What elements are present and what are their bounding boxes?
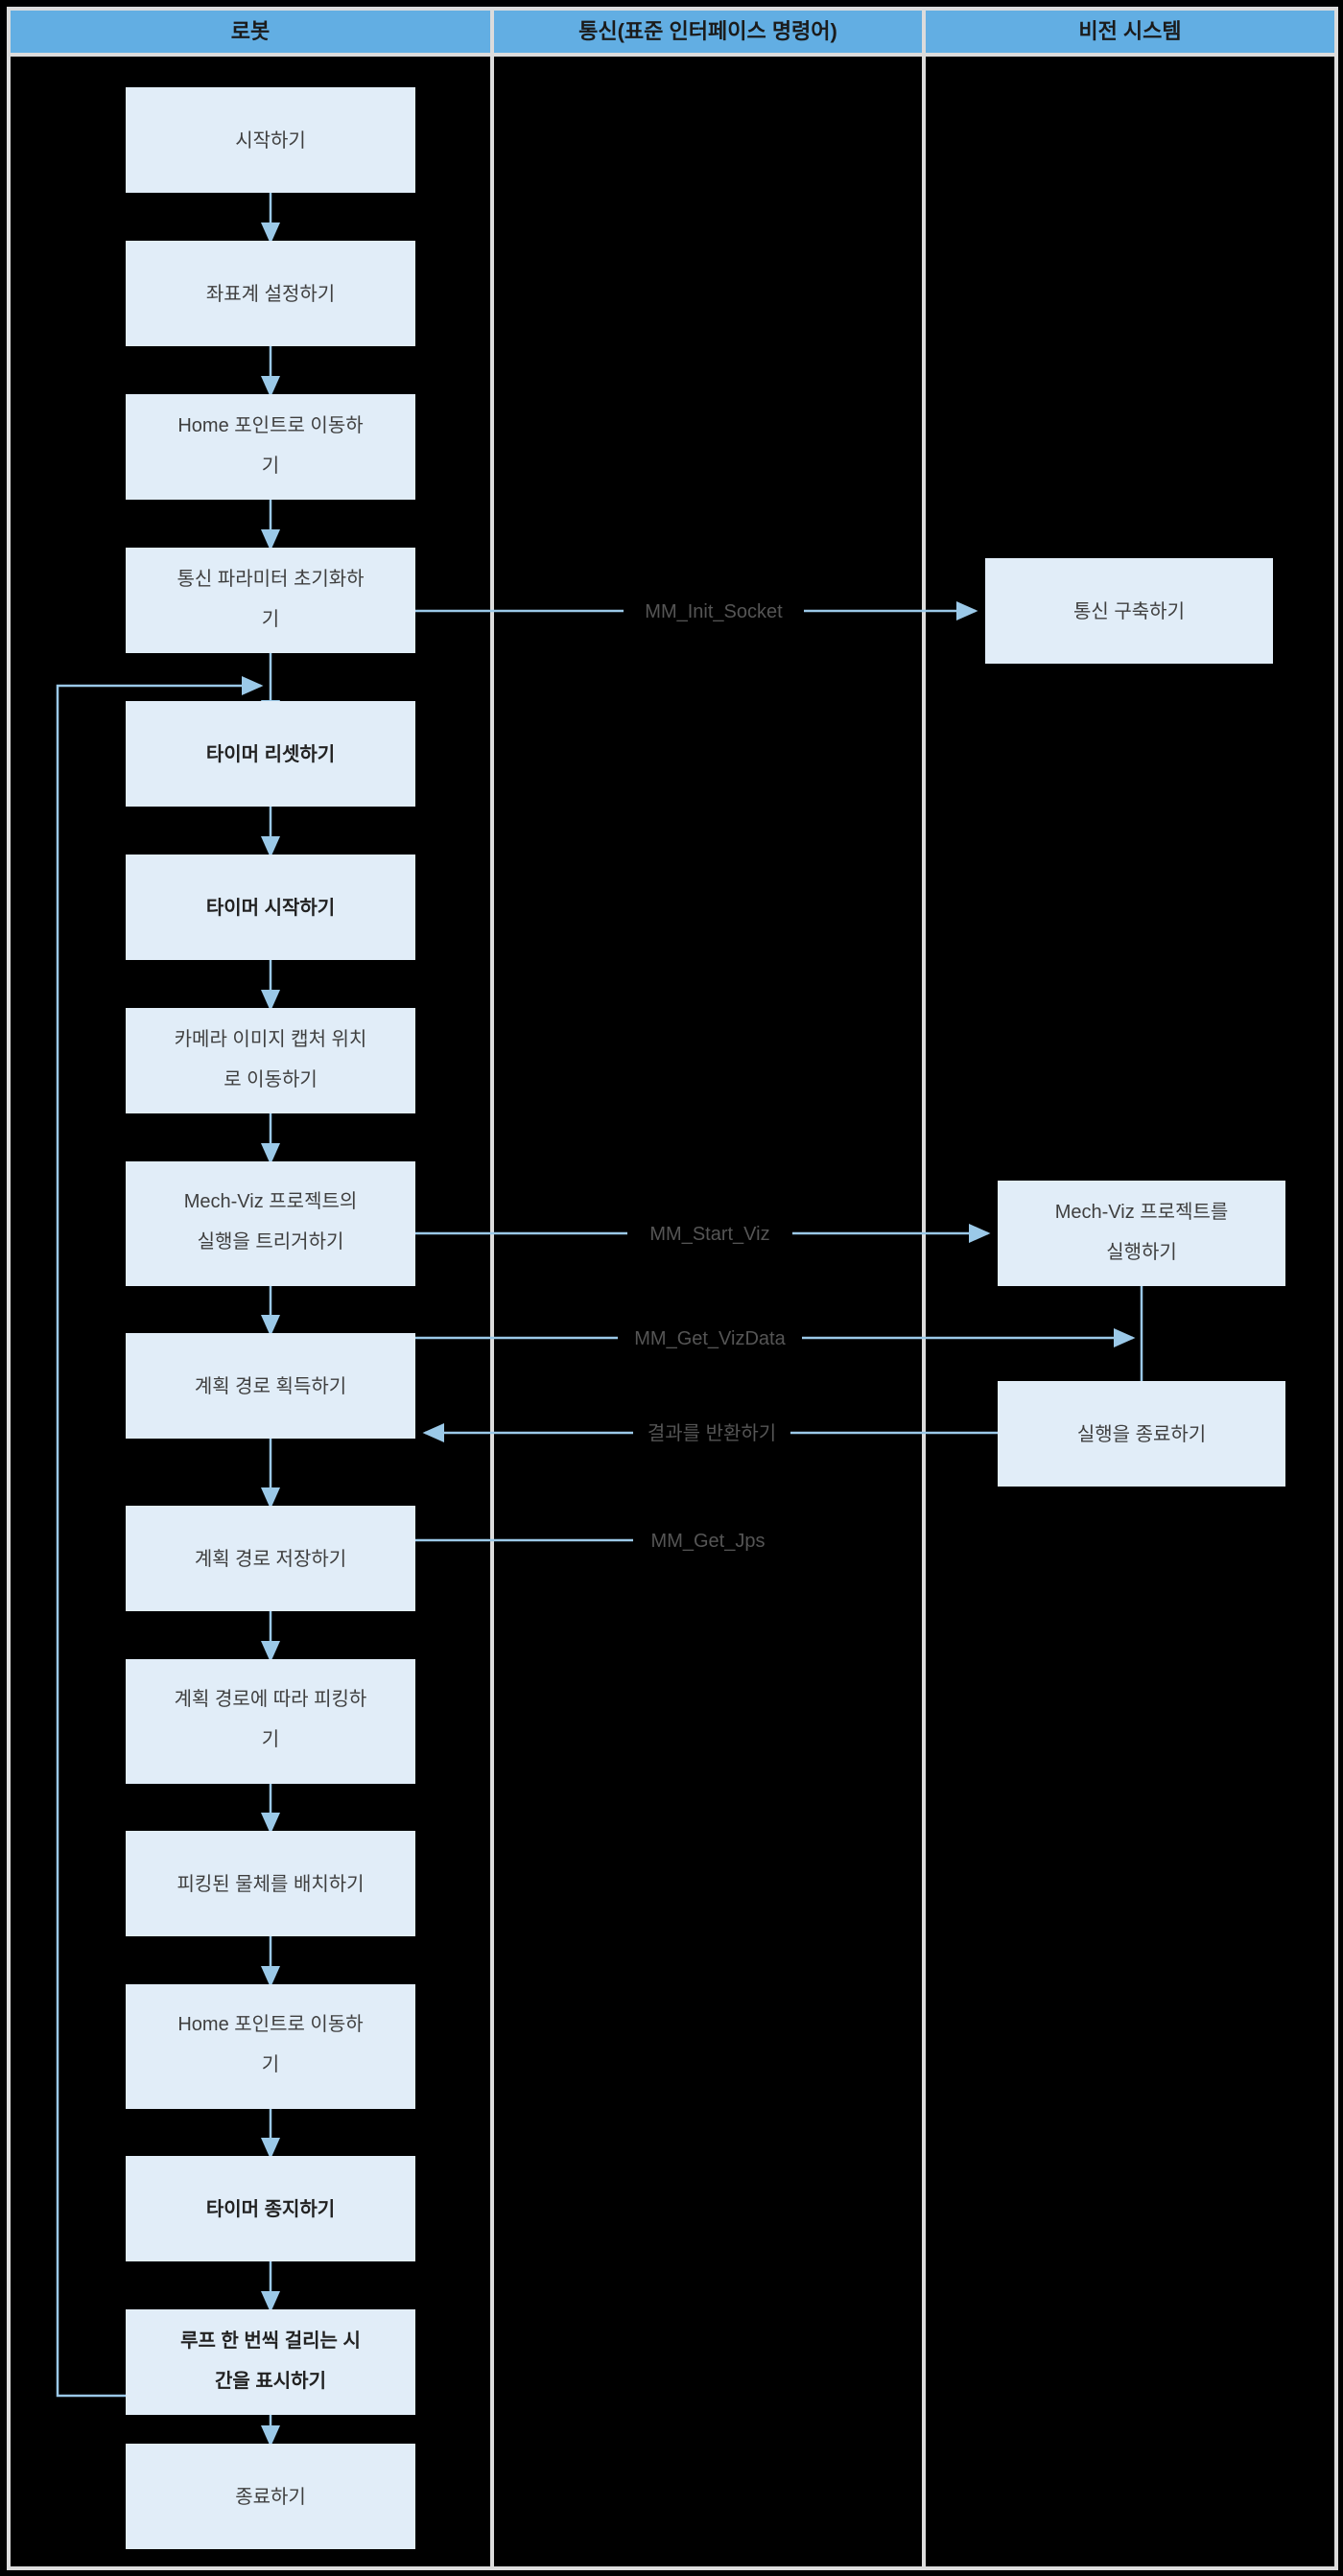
node-r8[interactable]: Mech-Viz 프로젝트의 실행을 트리거하기: [126, 1161, 415, 1286]
node-label-v1: 통신 구축하기: [1073, 600, 1185, 622]
lane-header-label-vision: 비전 시스템: [1078, 19, 1181, 43]
node-r12[interactable]: 피킹된 물체를 배치하기: [126, 1831, 415, 1936]
node-label-r5: 타이머 리셋하기: [206, 743, 335, 765]
node-v3[interactable]: 실행을 종료하기: [998, 1381, 1285, 1487]
node-r10[interactable]: 계획 경로 저장하기: [126, 1506, 415, 1611]
node-label-r6: 타이머 시작하기: [206, 897, 335, 919]
lane-header-vision: 비전 시스템: [926, 11, 1334, 53]
lane-header-robot: 로봇: [11, 11, 490, 53]
node-r16[interactable]: 종료하기: [126, 2444, 415, 2549]
node-label-r7-line1: 카메라 이미지 캡처 위치: [175, 1028, 367, 1050]
node-label-r7-line2: 로 이동하기: [224, 1068, 318, 1090]
node-r3[interactable]: Home 포인트로 이동하 기: [126, 394, 415, 500]
node-label-r13-line2: 기: [262, 2053, 279, 2075]
edge-label-text-return-result: 결과를 반환하기: [648, 1422, 776, 1444]
node-label-r11-line1: 계획 경로에 따라 피킹하: [175, 1688, 367, 1710]
node-r5[interactable]: 타이머 리셋하기: [126, 701, 415, 807]
node-r11[interactable]: 계획 경로에 따라 피킹하 기: [126, 1659, 415, 1784]
edge-label-mm-start-viz: MM_Start_Viz: [627, 1218, 792, 1247]
node-r4[interactable]: 통신 파라미터 초기화하 기: [126, 548, 415, 653]
node-r1[interactable]: 시작하기: [126, 87, 415, 193]
edge-label-text-mm-start-viz: MM_Start_Viz: [649, 1224, 769, 1245]
node-r2[interactable]: 좌표계 설정하기: [126, 241, 415, 346]
node-label-r13-line1: Home 포인트로 이동하: [177, 2013, 363, 2035]
node-label-r8-line2: 실행을 트리거하기: [198, 1230, 344, 1253]
node-r15[interactable]: 루프 한 번씩 걸리는 시 간을 표시하기: [126, 2309, 415, 2415]
node-label-r8-line1: Mech-Viz 프로젝트의: [184, 1190, 358, 1212]
node-label-r4-line1: 통신 파라미터 초기화하: [177, 568, 364, 590]
edge-label-return-result: 결과를 반환하기: [633, 1417, 790, 1446]
node-label-v2-line2: 실행하기: [1106, 1241, 1177, 1263]
node-r6[interactable]: 타이머 시작하기: [126, 855, 415, 960]
edge-label-mm-get-jps: MM_Get_Jps: [633, 1525, 783, 1554]
lane-frame: [7, 7, 1338, 2570]
node-r14[interactable]: 타이머 종지하기: [126, 2156, 415, 2261]
lane-header-label-robot: 로봇: [231, 19, 270, 43]
node-label-r3-line1: Home 포인트로 이동하: [177, 414, 363, 436]
node-label-r11-line2: 기: [262, 1728, 279, 1750]
node-label-r4-line2: 기: [262, 608, 279, 630]
node-label-r12: 피킹된 물체를 배치하기: [177, 1873, 364, 1895]
node-label-r16: 종료하기: [235, 2486, 306, 2508]
node-r13[interactable]: Home 포인트로 이동하 기: [126, 1984, 415, 2109]
node-label-r9: 계획 경로 획득하기: [195, 1375, 346, 1397]
edge-label-text-mm-get-vizdata: MM_Get_VizData: [634, 1328, 786, 1349]
node-label-r1: 시작하기: [235, 129, 306, 152]
node-label-r10: 계획 경로 저장하기: [195, 1548, 346, 1570]
node-label-r2: 좌표계 설정하기: [206, 283, 335, 305]
node-label-r14: 타이머 종지하기: [206, 2198, 335, 2220]
lane-header-label-communication: 통신(표준 인터페이스 명령어): [578, 19, 837, 43]
node-label-v2-line1: Mech-Viz 프로젝트를: [1055, 1201, 1229, 1223]
node-v1[interactable]: 통신 구축하기: [985, 558, 1273, 664]
edge-label-mm-init-socket: MM_Init_Socket: [624, 595, 804, 623]
node-v2[interactable]: Mech-Viz 프로젝트를 실행하기: [998, 1181, 1285, 1286]
edge-label-text-mm-get-jps: MM_Get_Jps: [651, 1531, 766, 1552]
node-r7[interactable]: 카메라 이미지 캡처 위치 로 이동하기: [126, 1008, 415, 1113]
node-label-r15-line2: 간을 표시하기: [215, 2370, 326, 2392]
node-r9[interactable]: 계획 경로 획득하기: [126, 1333, 415, 1439]
node-label-v3: 실행을 종료하기: [1077, 1423, 1206, 1445]
edge-label-text-mm-init-socket: MM_Init_Socket: [645, 601, 783, 622]
node-label-r3-line2: 기: [262, 455, 279, 477]
node-label-r15-line1: 루프 한 번씩 걸리는 시: [180, 2330, 361, 2352]
edge-label-mm-get-vizdata: MM_Get_VizData: [618, 1323, 802, 1351]
lane-header-communication: 통신(표준 인터페이스 명령어): [494, 11, 922, 53]
